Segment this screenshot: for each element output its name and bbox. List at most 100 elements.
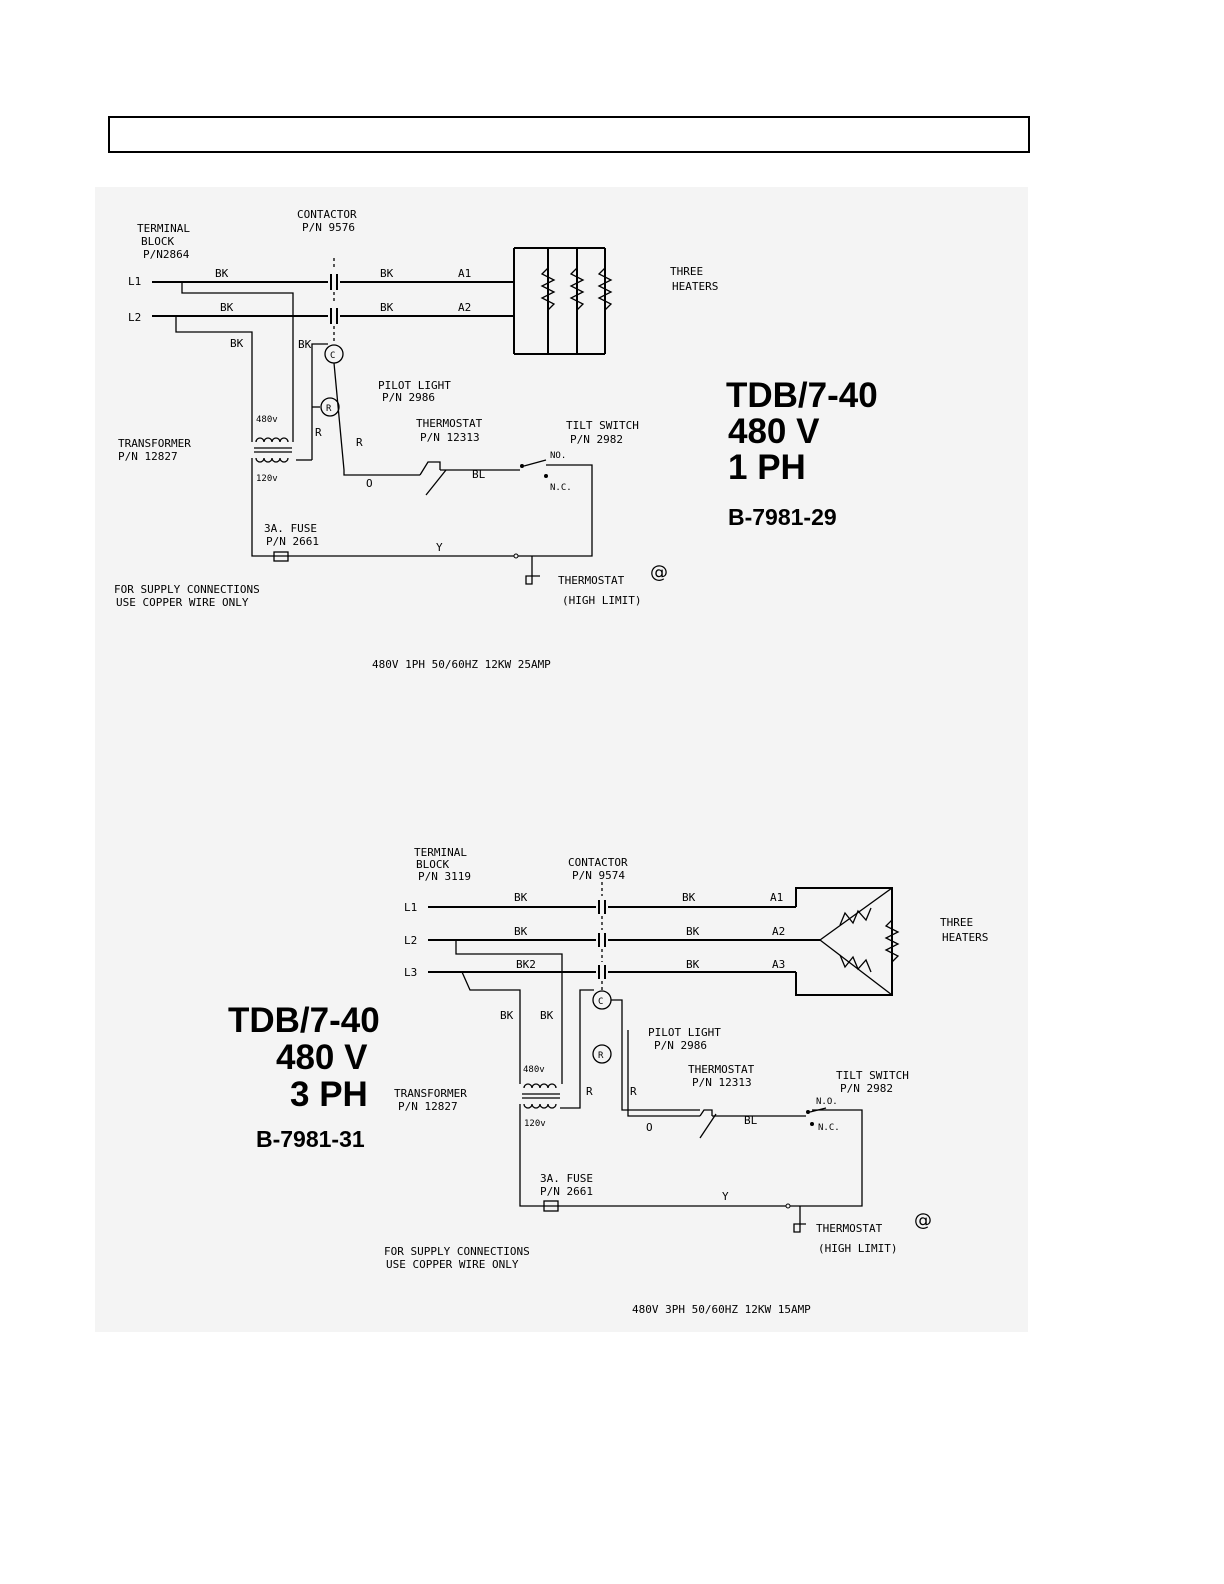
terminal-block-label: BLOCK	[416, 858, 449, 871]
terminal-block-label: BLOCK	[141, 235, 174, 248]
transformer-label: TRANSFORMER	[394, 1087, 467, 1100]
rating-label: 480V 1PH 50/60HZ 12KW 25AMP	[372, 658, 551, 671]
line-l2-label: L2	[128, 311, 141, 324]
terminal-block-pn: P/N2864	[143, 248, 190, 261]
wire-loop	[251, 458, 593, 557]
high-limit-thermostat-icon	[785, 1203, 806, 1233]
transformer-pn: P/N 12827	[398, 1100, 458, 1113]
wire-label-bk: BK	[686, 925, 700, 938]
wire-label-r: R	[586, 1085, 593, 1098]
high-limit-sub: (HIGH LIMIT)	[562, 594, 641, 607]
line-l3-label: L3	[404, 966, 417, 979]
thermostat-label: THERMOSTAT	[688, 1063, 755, 1076]
diagram-panel	[95, 187, 1028, 1332]
coil-label: C	[330, 351, 335, 361]
terminal-block-label: TERMINAL	[414, 846, 467, 859]
wire-primary-l3	[461, 971, 521, 1084]
thermostat-pn: P/N 12313	[692, 1076, 752, 1089]
thermostat-icon	[419, 461, 520, 496]
wire-label-a2: A2	[458, 301, 471, 314]
wire-r-coil	[311, 343, 328, 460]
transformer-pn: P/N 12827	[118, 450, 178, 463]
wire-to-thermostat	[343, 470, 420, 476]
wire-primary-l1	[181, 282, 294, 442]
pilot-light-label: PILOT LIGHT	[648, 1026, 721, 1039]
diagram-1ph: TERMINAL BLOCK P/N2864 CONTACTOR P/N 957…	[114, 208, 878, 671]
wire-label-a1: A1	[458, 267, 471, 280]
lamp-label: R	[598, 1051, 604, 1061]
fuse-icon	[543, 1200, 559, 1212]
wire-label-bk: BK	[380, 301, 394, 314]
wire-label-bl: BL	[472, 468, 486, 481]
tilt-no-label: N.O.	[816, 1097, 838, 1107]
voltage-title: 480 V	[728, 412, 820, 451]
contactor-label: CONTACTOR	[297, 208, 357, 221]
drawing-number: B-7981-29	[728, 504, 837, 530]
wire-label-r: R	[356, 436, 363, 449]
high-limit-sub: (HIGH LIMIT)	[818, 1242, 897, 1255]
model-title: TDB/7-40	[726, 376, 878, 415]
wire-label-bk: BK	[682, 891, 696, 904]
contactor-contacts	[598, 882, 606, 990]
pilot-light-pn: P/N 2986	[382, 391, 435, 404]
rating-label: 480V 3PH 50/60HZ 12KW 15AMP	[632, 1303, 811, 1316]
contactor-label: CONTACTOR	[568, 856, 628, 869]
wire-label-bk: BK	[514, 925, 528, 938]
supply-note: USE COPPER WIRE ONLY	[386, 1258, 519, 1271]
thermostat-icon	[699, 1109, 806, 1139]
heaters-label: THREE	[940, 916, 973, 929]
fuse-icon	[273, 551, 289, 562]
contactor-pn: P/N 9574	[572, 869, 625, 882]
high-limit-label: THERMOSTAT	[558, 574, 625, 587]
wire-label-bk: BK	[380, 267, 394, 280]
wire-label-bk: BK	[514, 891, 528, 904]
drawing-number: B-7981-31	[256, 1126, 365, 1152]
primary-voltage: 480v	[523, 1065, 545, 1075]
heaters-label: HEATERS	[942, 931, 988, 944]
line-l1-label: L1	[404, 901, 417, 914]
secondary-voltage: 120v	[524, 1119, 546, 1129]
wire-label-bk: BK	[215, 267, 229, 280]
line-l1-label: L1	[128, 275, 141, 288]
wire-label-y: Y	[722, 1190, 729, 1203]
line-l2-label: L2	[404, 934, 417, 947]
pilot-light-icon	[592, 1044, 612, 1064]
tilt-nc-label: N.C.	[550, 483, 572, 493]
coil-label: C	[598, 997, 603, 1007]
tilt-switch-pn: P/N 2982	[570, 433, 623, 446]
wire-label-o: O	[646, 1121, 653, 1134]
transformer-label: TRANSFORMER	[118, 437, 191, 450]
fuse-label: 3A. FUSE	[540, 1172, 593, 1185]
pilot-light-pn: P/N 2986	[654, 1039, 707, 1052]
diagram-3ph: TERMINAL BLOCK P/N 3119 CONTACTOR P/N 95…	[228, 846, 988, 1316]
high-limit-label: THERMOSTAT	[816, 1222, 883, 1235]
wire-label-a2: A2	[772, 925, 785, 938]
contactor-contacts	[330, 258, 338, 344]
phase-title: 1 PH	[728, 448, 806, 487]
transformer: 480v 120v	[254, 415, 292, 484]
primary-voltage: 480v	[256, 415, 278, 425]
heater-bank	[513, 247, 613, 355]
wire-primary-l2	[455, 940, 563, 1084]
wire-label-a1: A1	[770, 891, 783, 904]
phase-title: 3 PH	[290, 1075, 368, 1114]
thermostat-pn: P/N 12313	[420, 431, 480, 444]
supply-note: FOR SUPPLY CONNECTIONS	[114, 583, 260, 596]
wire-r-coil	[560, 989, 594, 1109]
at-mark: @	[650, 562, 668, 583]
wire-label-bk: BK	[540, 1009, 554, 1022]
supply-note: USE COPPER WIRE ONLY	[116, 596, 249, 609]
tilt-switch-icon	[806, 1107, 827, 1126]
wire-loop	[519, 1104, 863, 1207]
tilt-nc-label: N.C.	[818, 1123, 840, 1133]
secondary-voltage: 120v	[256, 474, 278, 484]
wire-label-y: Y	[436, 541, 443, 554]
wire-label-bk: BK	[230, 337, 244, 350]
contactor-pn: P/N 9576	[302, 221, 355, 234]
wire-label-bk: BK	[298, 338, 312, 351]
pilot-light-icon	[320, 397, 340, 417]
tilt-no-label: NO.	[550, 451, 566, 461]
wire-label-r: R	[630, 1085, 637, 1098]
tilt-switch-label: TILT SWITCH	[566, 419, 639, 432]
